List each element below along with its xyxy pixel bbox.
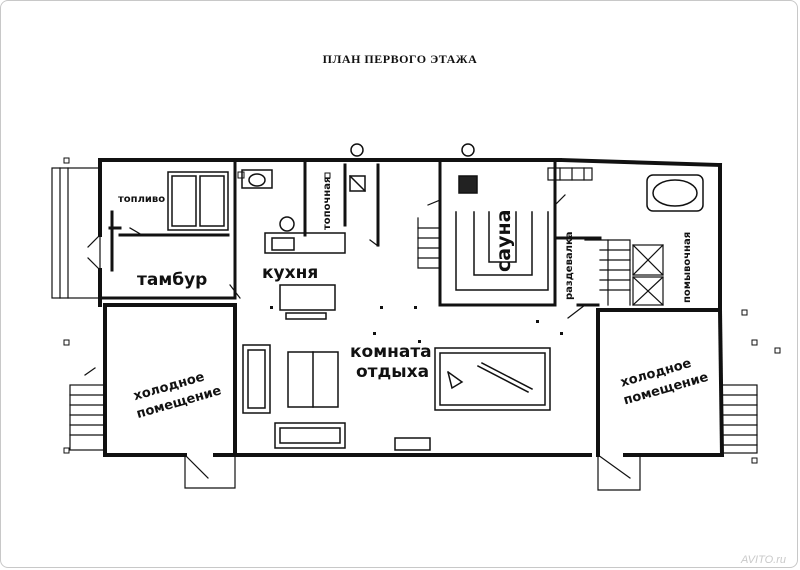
sauna-benches [455, 211, 549, 291]
column-marks [63, 157, 781, 464]
chimney-right [458, 143, 478, 194]
interior-walls [98, 158, 602, 307]
label-cold-left: холодное помещение [132, 370, 223, 422]
label-sauna: сауна [493, 210, 515, 272]
fuel-storage [110, 171, 229, 272]
stair-sauna [417, 199, 441, 269]
chimney-left [348, 143, 367, 193]
label-firebox: топочная [322, 177, 333, 230]
billiard-table [434, 347, 551, 411]
kitchen-fixtures [241, 169, 346, 320]
label-fuel: топливо [118, 194, 165, 205]
bathtub [646, 174, 704, 212]
door-swings [87, 194, 641, 491]
label-cold-right: холодное помещение [619, 356, 710, 408]
label-washing: помывочная [682, 232, 693, 303]
plan-title: ПЛАН ПЕРВОГО ЭТАЖА [322, 52, 478, 66]
shower-trays [547, 167, 664, 306]
outer-walls [98, 157, 725, 458]
stair-dressing [584, 239, 631, 306]
label-lounge-line2: отдыха [356, 362, 429, 382]
label-kitchen: кухня [262, 263, 318, 283]
stair-left-exterior [69, 367, 106, 451]
watermark: AVITO.ru [740, 554, 786, 566]
label-vestibule: тамбур [137, 270, 207, 290]
point-marks [270, 306, 563, 343]
label-lounge-line1: комната [350, 342, 432, 362]
lounge-furniture [242, 344, 431, 451]
label-dressing: раздевалка [564, 231, 575, 300]
entrance-porch [51, 167, 101, 299]
stair-right-exterior [721, 384, 758, 454]
